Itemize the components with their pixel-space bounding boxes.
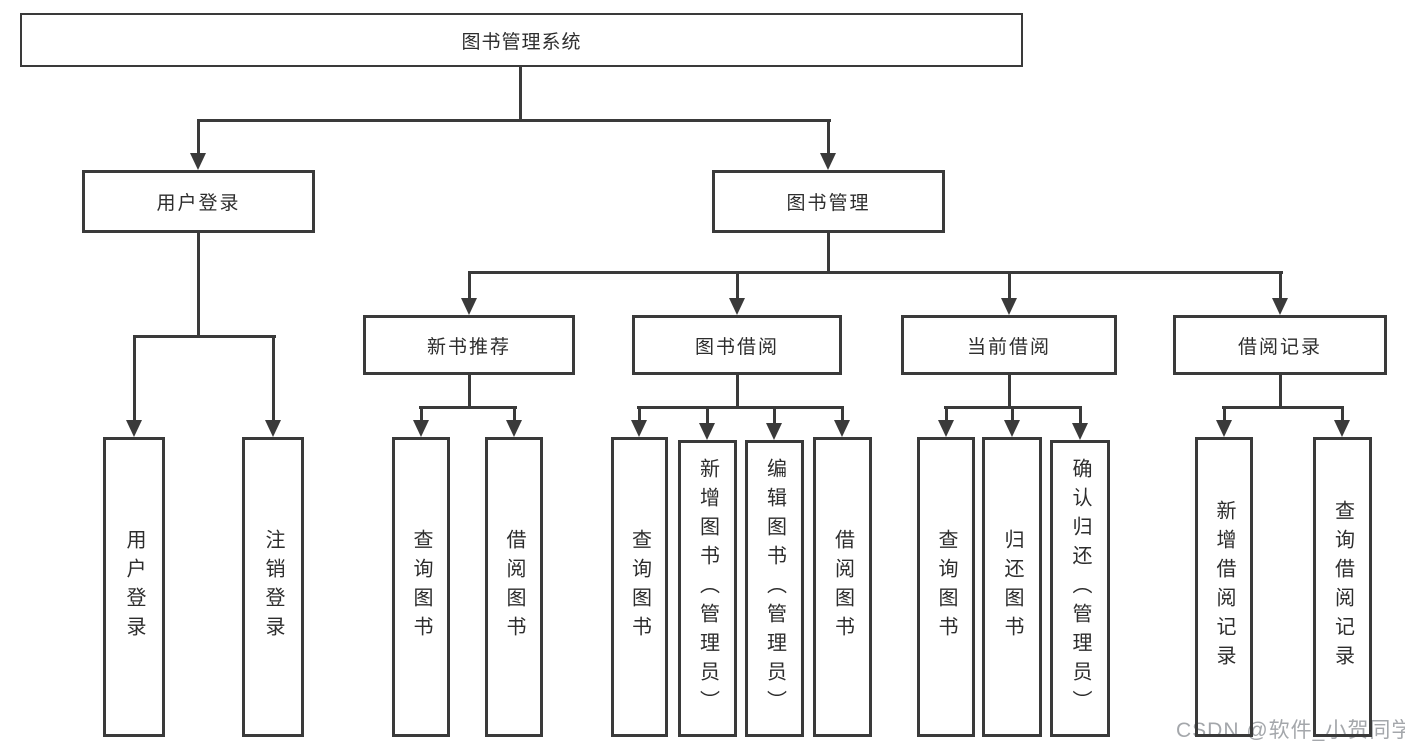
arrow-down-icon (1072, 423, 1088, 440)
connector-line (1223, 406, 1226, 422)
arrow-down-icon (1272, 298, 1288, 315)
connector-line (197, 119, 831, 122)
node-label: 图书借阅 (694, 336, 779, 358)
node-label: 用户登录 (156, 193, 241, 214)
leaf-edit-books-admin: 编辑图书（管理员） (745, 440, 804, 737)
arrow-down-icon (190, 153, 206, 170)
connector-line (519, 67, 522, 122)
connector-line (1008, 375, 1011, 409)
arrow-down-icon (766, 423, 782, 440)
arrow-down-icon (461, 298, 477, 315)
leaf-add-books-admin: 新增图书（管理员） (678, 440, 737, 737)
arrow-down-icon (1001, 298, 1017, 315)
arrow-down-icon (1004, 420, 1020, 437)
connector-line (827, 119, 830, 155)
connector-line (1341, 406, 1344, 422)
connector-line (773, 406, 776, 425)
arrow-down-icon (729, 298, 745, 315)
leaf-query-books-3: 查询图书 (917, 437, 975, 737)
node-label: 借阅图书 (831, 529, 854, 645)
node-book-borrowing: 图书借阅 (632, 315, 842, 375)
connector-line (827, 233, 830, 274)
connector-line (1279, 271, 1282, 299)
arrow-down-icon (126, 420, 142, 437)
leaf-borrow-books-2: 借阅图书 (813, 437, 872, 737)
connector-line (638, 406, 641, 422)
connector-line (197, 119, 200, 155)
leaf-logout: 注销登录 (242, 437, 304, 737)
connector-line (736, 271, 739, 299)
arrow-down-icon (1334, 420, 1350, 437)
arrow-down-icon (1216, 420, 1232, 437)
node-label: 查询借阅记录 (1331, 500, 1354, 674)
connector-line (637, 406, 844, 409)
watermark: CSDN @软件_小贺同学 (1176, 719, 1405, 742)
node-label: 查询图书 (628, 529, 651, 645)
node-label: 编辑图书（管理员） (763, 458, 786, 719)
leaf-add-borrow-record: 新增借阅记录 (1195, 437, 1253, 737)
node-label: 查询图书 (935, 529, 957, 645)
arrow-down-icon (631, 420, 647, 437)
node-user-login: 用户登录 (82, 170, 315, 233)
node-label: 新增图书（管理员） (696, 458, 719, 719)
connector-line (1008, 271, 1011, 299)
leaf-query-borrow-record: 查询借阅记录 (1313, 437, 1372, 737)
connector-line (945, 406, 948, 422)
leaf-return-books: 归还图书 (982, 437, 1042, 737)
connector-line (468, 375, 471, 409)
connector-line (706, 406, 709, 425)
arrow-down-icon (820, 153, 836, 170)
node-borrow-records: 借阅记录 (1173, 315, 1387, 375)
node-book-management: 图书管理 (712, 170, 945, 233)
leaf-query-books-1: 查询图书 (392, 437, 450, 737)
connector-line (1279, 375, 1282, 409)
node-label: 查询图书 (410, 529, 432, 645)
connector-line (1079, 406, 1082, 425)
connector-line (133, 335, 136, 422)
connector-line (841, 406, 844, 422)
connector-line (133, 335, 276, 338)
connector-line (1011, 406, 1014, 422)
arrow-down-icon (699, 423, 715, 440)
arrow-down-icon (834, 420, 850, 437)
node-label: 归还图书 (1001, 529, 1023, 645)
connector-line (419, 406, 517, 409)
node-label: 借阅记录 (1237, 336, 1322, 358)
node-label: 借阅图书 (503, 529, 525, 645)
node-root: 图书管理系统 (20, 13, 1023, 67)
node-current-borrowing: 当前借阅 (901, 315, 1117, 375)
node-label: 图书管理系统 (461, 31, 582, 53)
leaf-borrow-books-1: 借阅图书 (485, 437, 543, 737)
connector-line (468, 271, 471, 299)
node-label: 用户登录 (123, 529, 145, 645)
connector-line (197, 233, 200, 338)
connector-line (468, 271, 1283, 274)
node-label: 注销登录 (262, 529, 284, 645)
connector-line (513, 406, 516, 422)
connector-line (736, 375, 739, 409)
connector-line (272, 335, 275, 422)
node-new-book-recommend: 新书推荐 (363, 315, 575, 375)
node-label: 新增借阅记录 (1213, 500, 1235, 674)
node-label: 当前借阅 (966, 336, 1051, 358)
arrow-down-icon (413, 420, 429, 437)
arrow-down-icon (265, 420, 281, 437)
leaf-confirm-return-admin: 确认归还（管理员） (1050, 440, 1110, 737)
node-label: 新书推荐 (426, 336, 511, 358)
leaf-user-login: 用户登录 (103, 437, 165, 737)
arrow-down-icon (938, 420, 954, 437)
connector-line (1222, 406, 1344, 409)
leaf-query-books-2: 查询图书 (611, 437, 668, 737)
node-label: 图书管理 (786, 193, 871, 214)
connector-line (420, 406, 423, 422)
node-label: 确认归还（管理员） (1069, 458, 1091, 719)
arrow-down-icon (506, 420, 522, 437)
